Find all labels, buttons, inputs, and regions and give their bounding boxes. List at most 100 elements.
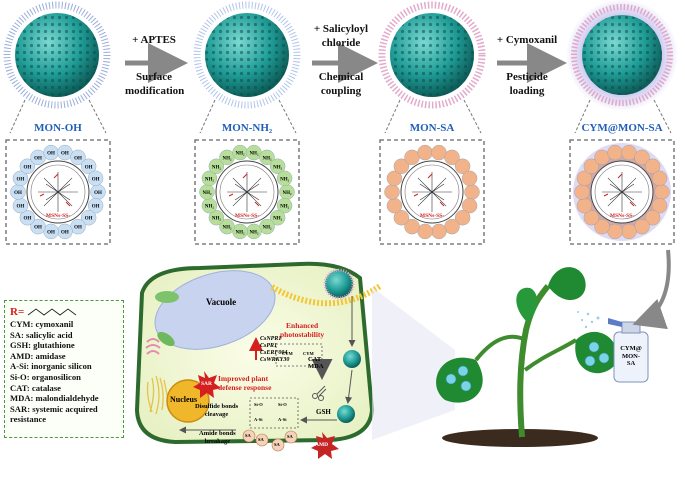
disulfide-products-box (249, 397, 299, 429)
surface-group (454, 158, 471, 174)
disulfide-links (228, 173, 260, 207)
surface-group (80, 210, 97, 226)
cross-section-2 (384, 144, 480, 240)
plant-leaf (436, 357, 483, 403)
improved-defense: Improved plant defense response (218, 374, 272, 392)
surface-group (276, 197, 293, 214)
sprayer-label-line1: CYM@ (620, 345, 642, 352)
surface-group-label: OH (74, 226, 82, 231)
amide-line1: Amide bonds (199, 430, 236, 437)
surface-group (576, 197, 593, 214)
surface-group-label: OH (47, 230, 55, 235)
arrow-to-sprayer (632, 249, 671, 330)
scissors-icon (312, 385, 327, 401)
label-mon-nh2: MON-NH₂ (221, 122, 273, 134)
step1-process: Surface modification (125, 70, 185, 98)
surface-group (269, 158, 286, 174)
surface-group-label: OH (17, 205, 25, 210)
sa-products (242, 429, 298, 452)
step2-process-line2: coupling (320, 85, 362, 97)
improved-line2: defense response (218, 382, 272, 392)
disulfide-line2: cleavage (204, 410, 229, 418)
core-label-4: MSNs-SS- (609, 213, 635, 219)
surface-group-label: NH₂ (205, 205, 215, 210)
surface-group (384, 184, 400, 200)
surface-group-label: OH (85, 165, 93, 170)
surface-group (19, 158, 36, 174)
surface-group (19, 210, 36, 226)
label-mon-sa: MON-SA (409, 122, 455, 134)
photostability-box (275, 343, 323, 367)
sa-tag-2: SA (258, 437, 264, 442)
surface-group (583, 158, 600, 174)
surface-group (461, 170, 478, 187)
disulfide-structure-icon (27, 308, 77, 316)
surface-group (417, 144, 433, 161)
surface-group-label: NH₂ (236, 152, 246, 157)
surface-group (651, 197, 668, 214)
surface-group-label: NH₂ (249, 152, 259, 157)
surface-group (393, 210, 410, 226)
surface-group (576, 170, 593, 187)
surface-group-label: OH (23, 165, 31, 170)
core-label-1: MSNs-SS- (45, 213, 71, 219)
si-tag-2: Si-O (278, 402, 287, 407)
surface-group-label: OH (47, 152, 55, 157)
disulfide-line1: Disulfide bonds (195, 403, 239, 410)
surface-group (574, 184, 590, 200)
leaf-nanoparticles (445, 341, 610, 392)
label-mon-oh: MON-OH (34, 122, 82, 134)
core-ring (594, 164, 650, 220)
surface-group (269, 210, 286, 226)
si-tag-4: A-Si (278, 417, 287, 422)
surface-group-label: NH₂ (249, 230, 259, 235)
cell-membrane (270, 283, 382, 307)
step3-reagent: + Cymoxanil (496, 34, 558, 46)
step1-process-line2: modification (125, 85, 185, 97)
surface-group-label: NH₂ (283, 191, 293, 196)
sprayer-label: CYM@ MON- SA (616, 345, 646, 368)
sprayer-label-line2: MON- (621, 352, 641, 360)
core-label-3: MSNs-SS- (419, 213, 445, 219)
surface-group-label: OH (34, 226, 42, 231)
surface-group-label: NH₂ (280, 205, 290, 210)
surface-group-label: OH (17, 177, 25, 182)
nucleus (166, 379, 210, 423)
plant-leaf (516, 287, 538, 322)
surface-group (644, 158, 661, 174)
gene-1: CsNPR1 (260, 336, 282, 342)
surface-group (431, 144, 447, 161)
surface-group (386, 170, 403, 187)
surface-group-label: OH (61, 230, 69, 235)
surface-group-label: OH (14, 191, 22, 196)
surface-group-label: OH (85, 217, 93, 222)
incoming-nanoparticle (323, 268, 355, 300)
surface-group-label: NH₂ (273, 217, 283, 222)
cat-mda: CAT MDA (308, 356, 324, 370)
step3-process: Pesticide loading (497, 70, 557, 98)
surface-group (219, 218, 235, 235)
enhanced-line1: Enhanced (286, 321, 319, 330)
sprayer-label-line3: SA (626, 360, 636, 367)
gene-3: CsERF004 (260, 350, 288, 356)
cym-tag-1: CYM (282, 351, 293, 356)
surface-group (644, 210, 661, 226)
sa-tag-4: SA (287, 434, 293, 439)
plant-stem (517, 284, 551, 438)
step1-process-line1: Surface (135, 71, 173, 83)
cym-tag-2: CYM (303, 351, 314, 356)
step3-process-line2: loading (509, 85, 545, 97)
surface-group (607, 223, 623, 240)
legend-item: MDA: malondialdehyde (10, 393, 99, 404)
surface-group-label: NH₂ (205, 177, 215, 182)
golgi (145, 338, 161, 355)
legend-item: SA: salicylic acid (10, 329, 73, 340)
surface-group (621, 144, 637, 161)
siloxane-network (602, 172, 642, 212)
cross-section-3 (573, 143, 671, 241)
surface-group-label: OH (92, 205, 100, 210)
surface-group-label: NH₂ (223, 156, 233, 161)
mda-label: MDA (308, 363, 324, 370)
